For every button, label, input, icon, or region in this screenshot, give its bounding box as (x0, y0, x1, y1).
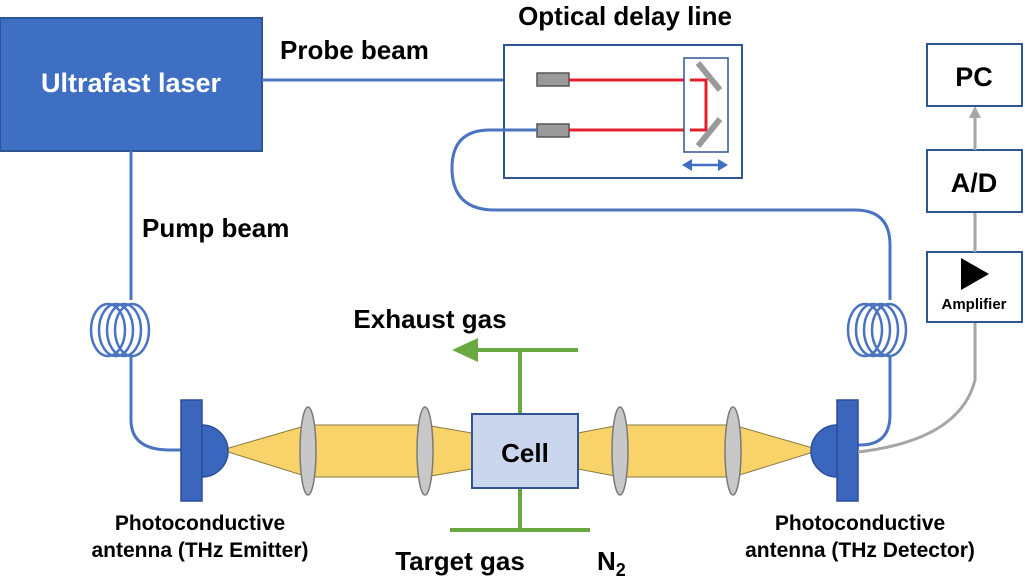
pump-beam-label: Pump beam (142, 213, 289, 243)
n2-subscript: 2 (616, 560, 626, 580)
detector-substrate (836, 399, 859, 502)
laser-label: Ultrafast laser (41, 68, 222, 98)
lens-2 (416, 406, 434, 496)
red-beam-inner (690, 78, 708, 132)
probe-beam-label: Probe beam (280, 35, 429, 65)
amplifier-triangle-icon (961, 258, 989, 290)
emitter-lens (201, 424, 229, 478)
thz-beam-detector-cone (732, 424, 822, 478)
laser-box (0, 17, 263, 152)
cell-label: Cell (501, 438, 549, 468)
probe-fiber-coil (846, 302, 908, 358)
exhaust-arrow-head (452, 338, 478, 362)
ad-label: A/D (951, 168, 998, 198)
amplifier-box (926, 251, 1023, 323)
exhaust-gas-label: Exhaust gas (353, 304, 506, 334)
collimator-bottom (536, 123, 570, 138)
lens-3 (611, 406, 629, 496)
target-gas-label: Target gas (395, 546, 525, 576)
lens-1 (299, 406, 317, 496)
ad-to-pc-arrow-head (969, 106, 981, 118)
collimator-top (536, 72, 570, 87)
amplifier-label: Amplifier (941, 296, 1006, 313)
delay-to-detector-fiber (450, 128, 892, 300)
detector-label-line1: Photoconductive (775, 512, 945, 535)
detector-label-line2: antenna (THz Detector) (745, 539, 975, 562)
n2-symbol: N (597, 546, 616, 576)
pump-fiber-lower (129, 356, 185, 452)
emitter-substrate (180, 399, 203, 502)
pump-fiber-coil (89, 302, 151, 358)
translation-arrow-right-head (718, 159, 728, 171)
emitter-label-line2: antenna (THz Emitter) (91, 539, 308, 562)
lens-4 (724, 406, 742, 496)
mirror-top (695, 61, 723, 92)
thz-beam-right-collimated (619, 424, 734, 478)
pc-label: PC (955, 62, 993, 92)
detector-lens (810, 424, 838, 478)
n2-label: N2 (597, 546, 626, 580)
thz-beam-left-collimated (307, 424, 426, 478)
thz-beam-emitter-cone (220, 424, 309, 478)
ad-box (926, 149, 1023, 213)
emitter-label-line1: Photoconductive (115, 512, 285, 535)
signal-cable (857, 322, 977, 454)
translation-arrow-left-head (682, 159, 692, 171)
probe-fiber-lower (850, 356, 892, 447)
gas-cell (471, 413, 579, 489)
mirror-bottom (695, 117, 723, 148)
pc-box (926, 43, 1023, 107)
delay-line-label: Optical delay line (518, 1, 732, 31)
